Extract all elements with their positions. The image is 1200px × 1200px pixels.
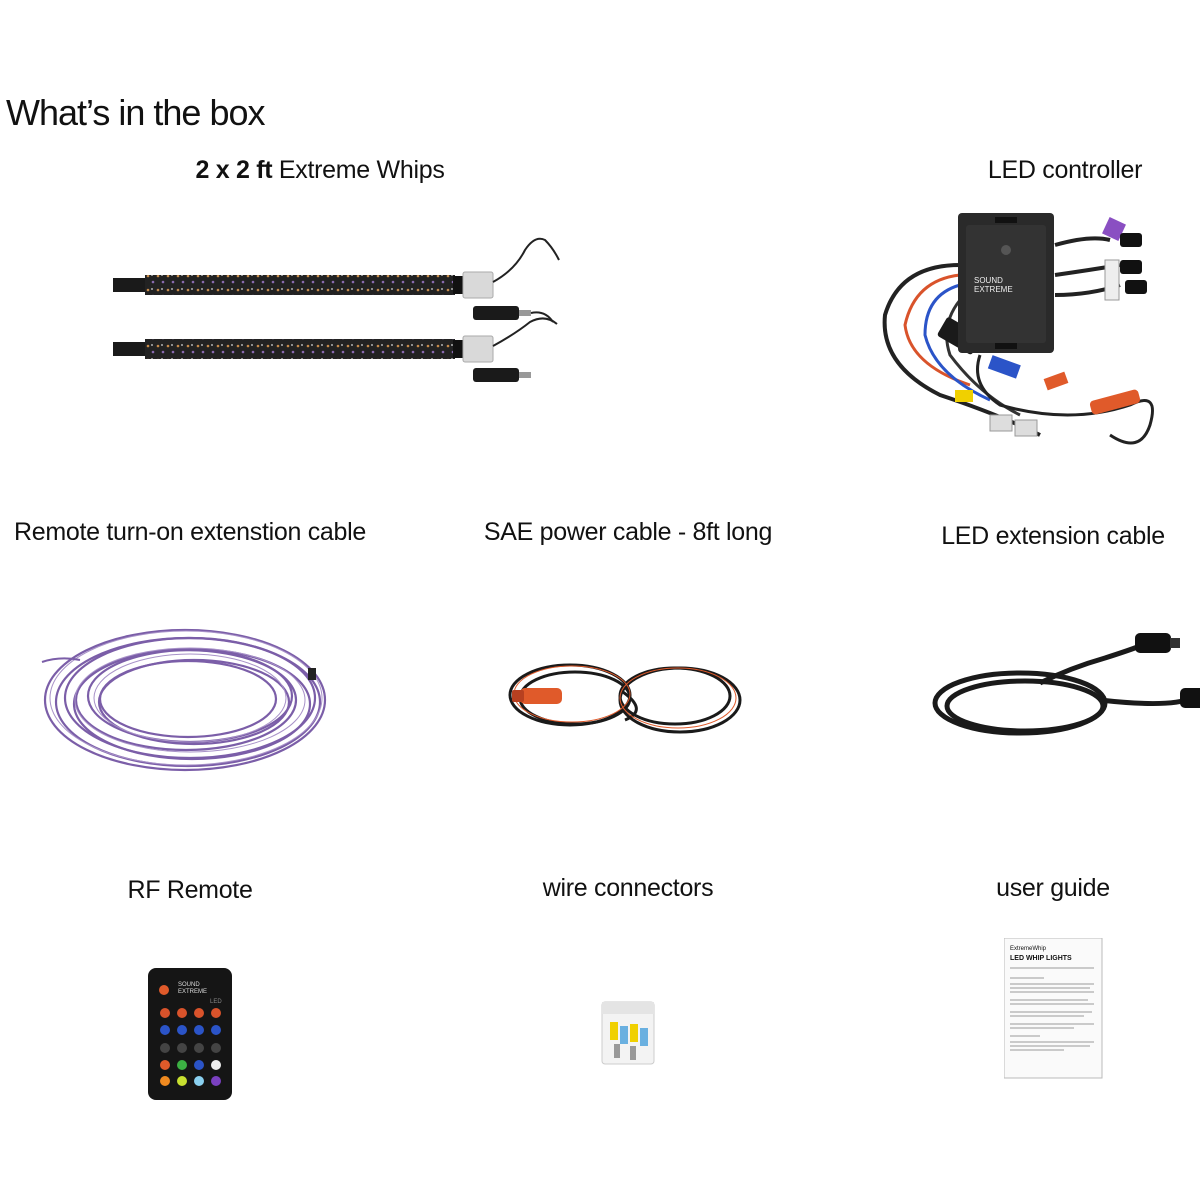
whips-label-bold: 2 x 2 ft [195,156,273,184]
guide-brand: ExtremeWhip [1010,946,1047,952]
remote-led-text: LED [210,999,222,1005]
sae-cable-label: SAE power cable - 8ft long [483,518,773,546]
remote-turn-on-cable-image [40,620,340,780]
remote-brand-2: EXTREME [178,989,207,995]
led-extension-cable-image [930,628,1200,748]
wire-connectors-label: wire connectors [542,874,714,902]
controller-label: LED controller [987,156,1143,184]
led-ext-cable-label: LED extension cable [941,522,1165,550]
wire-connectors-image [600,1000,656,1066]
user-guide-label: user guide [996,874,1110,902]
rf-remote-image: SOUND EXTREME LED [148,968,232,1100]
controller-brand-1: SOUND [974,276,1003,285]
controller-brand-2: EXTREME [974,285,1013,294]
sae-power-cable-image [500,650,760,750]
guide-title: LED WHIP LIGHTS [1010,955,1072,962]
whips-label-rest: Extreme Whips [272,156,445,184]
remote-cable-label: Remote turn-on extenstion cable [13,518,367,546]
remote-brand-1: SOUND [178,982,200,988]
rf-remote-label: RF Remote [127,876,253,904]
whips-label: 2 x 2 ft Extreme Whips [195,156,444,185]
page-title: What’s in the box [6,92,265,133]
whips-image [105,230,575,390]
led-controller-image: SOUND EXTREME [880,205,1170,470]
user-guide-image: ExtremeWhip LED WHIP LIGHTS [1004,938,1104,1080]
